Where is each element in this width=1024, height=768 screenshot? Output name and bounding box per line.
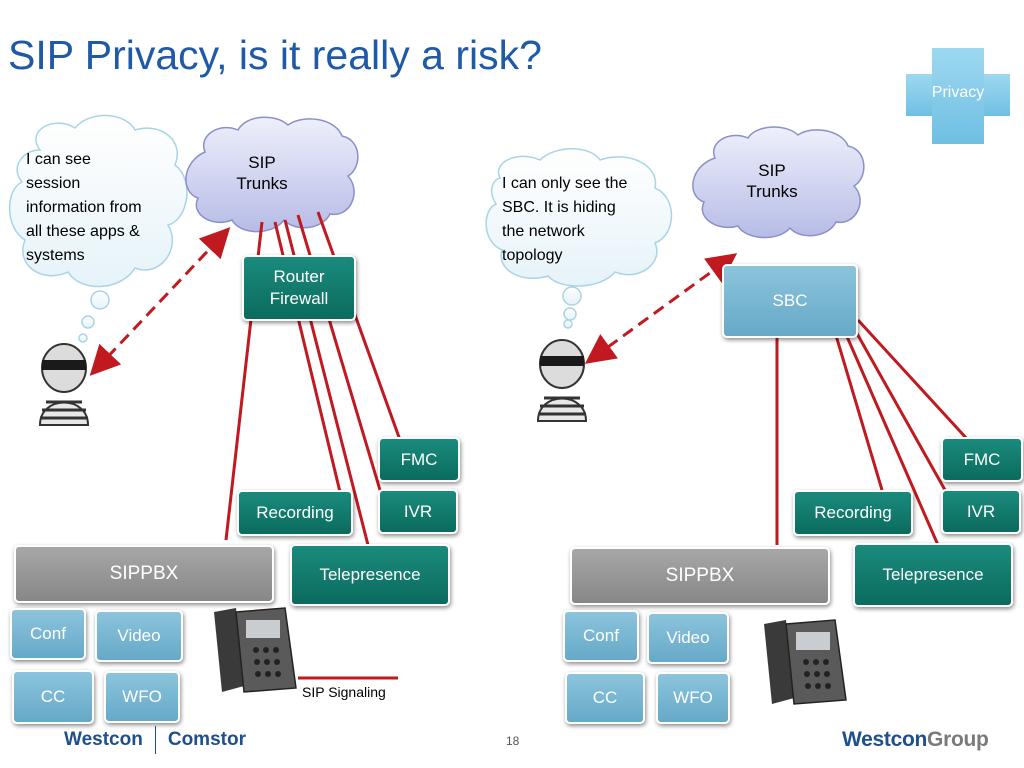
page-number: 18 (506, 734, 520, 748)
left-wfo: WFO (104, 671, 180, 723)
left-telepresence: Telepresence (290, 544, 450, 606)
right-sippbx: SIPPBX (570, 547, 830, 605)
left-cloud (185, 116, 359, 233)
left-phone-icon (214, 607, 297, 693)
left-ivr: IVR (378, 489, 458, 534)
logo-comstor-text: Comstor (167, 729, 246, 751)
logo-westcon-text: Westcon (64, 729, 143, 751)
left-conf: Conf (10, 608, 86, 660)
left-hacker-icon (38, 343, 90, 426)
left-router-firewall: Router Firewall (242, 255, 356, 321)
right-hacker-icon (536, 339, 588, 422)
right-phone-icon (764, 619, 847, 705)
privacy-badge: Privacy (906, 48, 1010, 144)
left-recording: Recording (237, 490, 353, 536)
logo-westcon-group-b: Group (927, 728, 989, 751)
left-cc: CC (12, 670, 94, 724)
right-conf: Conf (563, 610, 639, 662)
westcon-comstor-logo: Westcon Comstor (64, 726, 246, 754)
left-spy-arrow (89, 227, 231, 376)
right-thought-text: I can only see the SBC. It is hiding the… (502, 175, 628, 264)
right-sbc: SBC (722, 264, 858, 338)
privacy-badge-label: Privacy (931, 84, 985, 101)
right-telepresence: Telepresence (853, 543, 1013, 607)
westcongroup-logo: WestconGroup (842, 728, 989, 752)
right-wfo: WFO (656, 672, 730, 724)
left-fmc: FMC (378, 437, 460, 482)
slide-title: SIP Privacy, is it really a risk? (8, 32, 542, 78)
left-video: Video (95, 610, 183, 662)
legend-label: SIP Signaling (302, 684, 386, 700)
right-recording: Recording (793, 490, 913, 536)
left-thought-text: I can see session information from all t… (26, 151, 142, 264)
right-fmc: FMC (941, 437, 1023, 482)
left-cloud-label: SIP Trunks (236, 153, 288, 193)
right-cloud-label: SIP Trunks (746, 161, 798, 201)
right-ivr: IVR (941, 489, 1021, 534)
right-cloud (692, 126, 865, 239)
left-sippbx: SIPPBX (14, 545, 274, 603)
right-cc: CC (565, 672, 645, 724)
right-video: Video (647, 612, 729, 664)
logo-westcon-group-a: Westcon (842, 728, 928, 751)
right-signaling-lines (775, 318, 970, 546)
right-spy-arrow (584, 253, 738, 364)
